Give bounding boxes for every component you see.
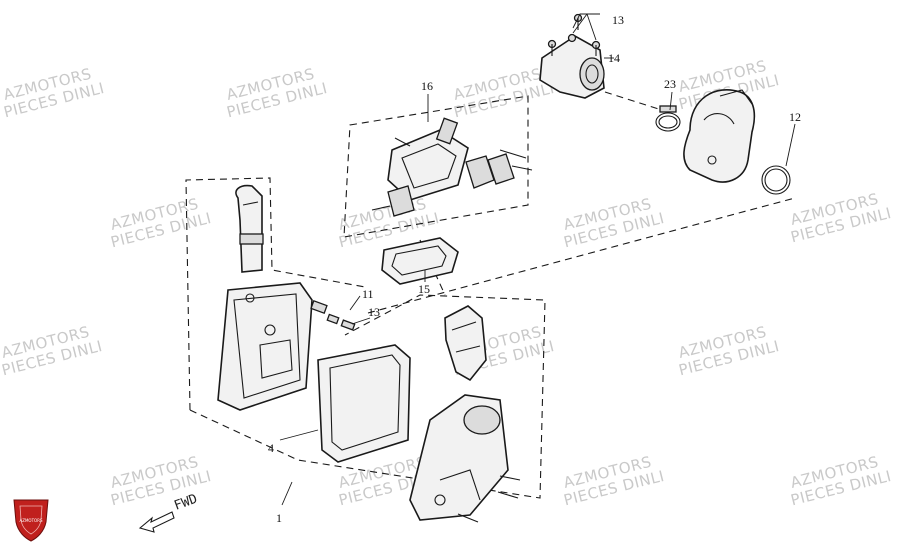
hose-clamp: [655, 105, 681, 132]
reed-petal-3: [387, 185, 415, 217]
filter-cover: [409, 394, 521, 523]
callout-23: 23: [664, 77, 676, 91]
callout-12: 12: [789, 110, 801, 124]
air-box: [217, 282, 313, 411]
snorkel-body: [235, 184, 263, 273]
fwd-arrow-icon: [138, 511, 175, 533]
gasket-inner: [391, 245, 447, 276]
cover-port: [463, 405, 501, 435]
shield-icon: [13, 499, 49, 542]
cylinder-cover: [683, 89, 756, 183]
callout-13-side: 13: [368, 305, 380, 319]
snorkel-band: [239, 233, 264, 245]
callout-15: 15: [418, 282, 430, 296]
o-ring-outer: [761, 165, 791, 195]
reed-petal-2: [487, 153, 515, 185]
filter-element: [317, 344, 411, 463]
azmotors-logo: AZMOTORS: [13, 499, 49, 542]
callout-13-top: 13: [612, 13, 624, 27]
reed-valve-assembly: [371, 117, 533, 217]
boot-body: [444, 305, 487, 382]
reed-valve-box: [343, 95, 529, 238]
callout-11: 11: [362, 287, 374, 301]
clamp-ring: [655, 112, 681, 132]
fwd-label: FWD: [172, 492, 199, 514]
callout-1: 1: [276, 511, 282, 525]
filter-frame-outer: [317, 344, 411, 463]
callout-16: 16: [421, 79, 433, 93]
link-line-carb: [604, 91, 669, 113]
leader-lines: [279, 13, 796, 506]
filter-frame-inner: [329, 354, 401, 451]
intake-boot: [444, 305, 487, 382]
manifold-port: [579, 57, 605, 91]
filter-assembly-outline: [185, 177, 366, 411]
manifold-screw: [567, 33, 577, 43]
filter-housing-outline: [189, 294, 546, 499]
reed-gasket: [381, 237, 459, 285]
callout-14: 14: [608, 51, 620, 65]
logo-text: AZMOTORS: [20, 518, 43, 523]
bolt-set-11-13: [310, 300, 356, 331]
intake-manifold: [539, 13, 605, 99]
intake-snorkel: [235, 184, 264, 273]
link-line-right: [367, 197, 796, 314]
cover-shell: [683, 89, 756, 183]
o-ring: [761, 165, 791, 195]
gasket-outer: [381, 237, 459, 285]
callout-4: 4: [268, 441, 274, 455]
callout-numbers: 13 14 16 23 12 11 13 15 4 1: [268, 13, 801, 525]
